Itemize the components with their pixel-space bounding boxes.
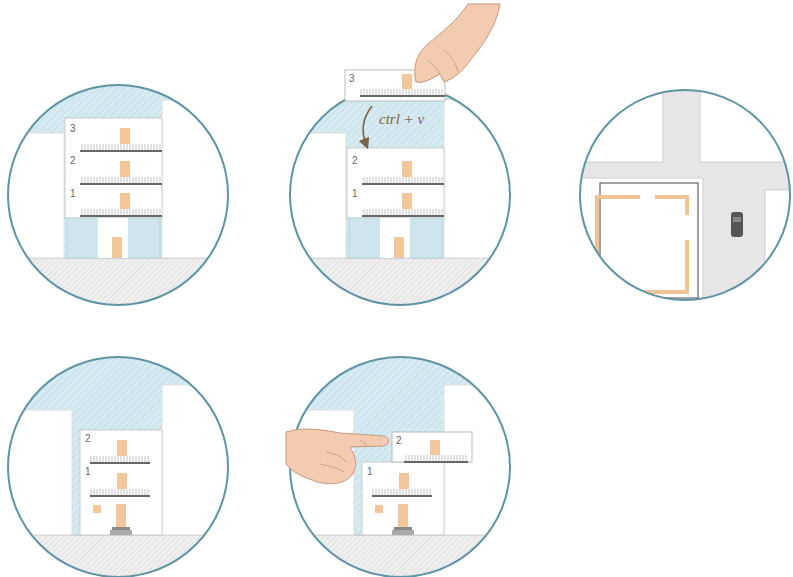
frame-circle <box>8 357 228 577</box>
floor-number: 1 <box>85 467 91 477</box>
frame-circle <box>580 90 790 300</box>
shortcut-label: ctrl + v <box>379 112 424 127</box>
floor-number: 2 <box>396 436 402 446</box>
paste-arrow <box>363 106 372 144</box>
frame-circle <box>290 85 510 305</box>
floor-number: 2 <box>70 156 76 166</box>
elevation-two-floors <box>0 350 240 577</box>
elevation-original <box>0 80 240 318</box>
elevation-paste <box>280 80 520 318</box>
floor-number: 3 <box>70 124 76 134</box>
floor-number: 1 <box>70 189 76 199</box>
hand <box>415 4 500 82</box>
floor-number: 3 <box>349 74 355 84</box>
floor-number: 1 <box>352 189 358 199</box>
site-plan <box>570 80 793 310</box>
elevation-move <box>280 350 520 577</box>
floor-number: 1 <box>367 467 373 477</box>
frame-circle <box>8 85 228 305</box>
floor-number: 2 <box>352 156 358 166</box>
floor-number: 2 <box>85 434 91 444</box>
pointing-hand <box>286 429 389 484</box>
